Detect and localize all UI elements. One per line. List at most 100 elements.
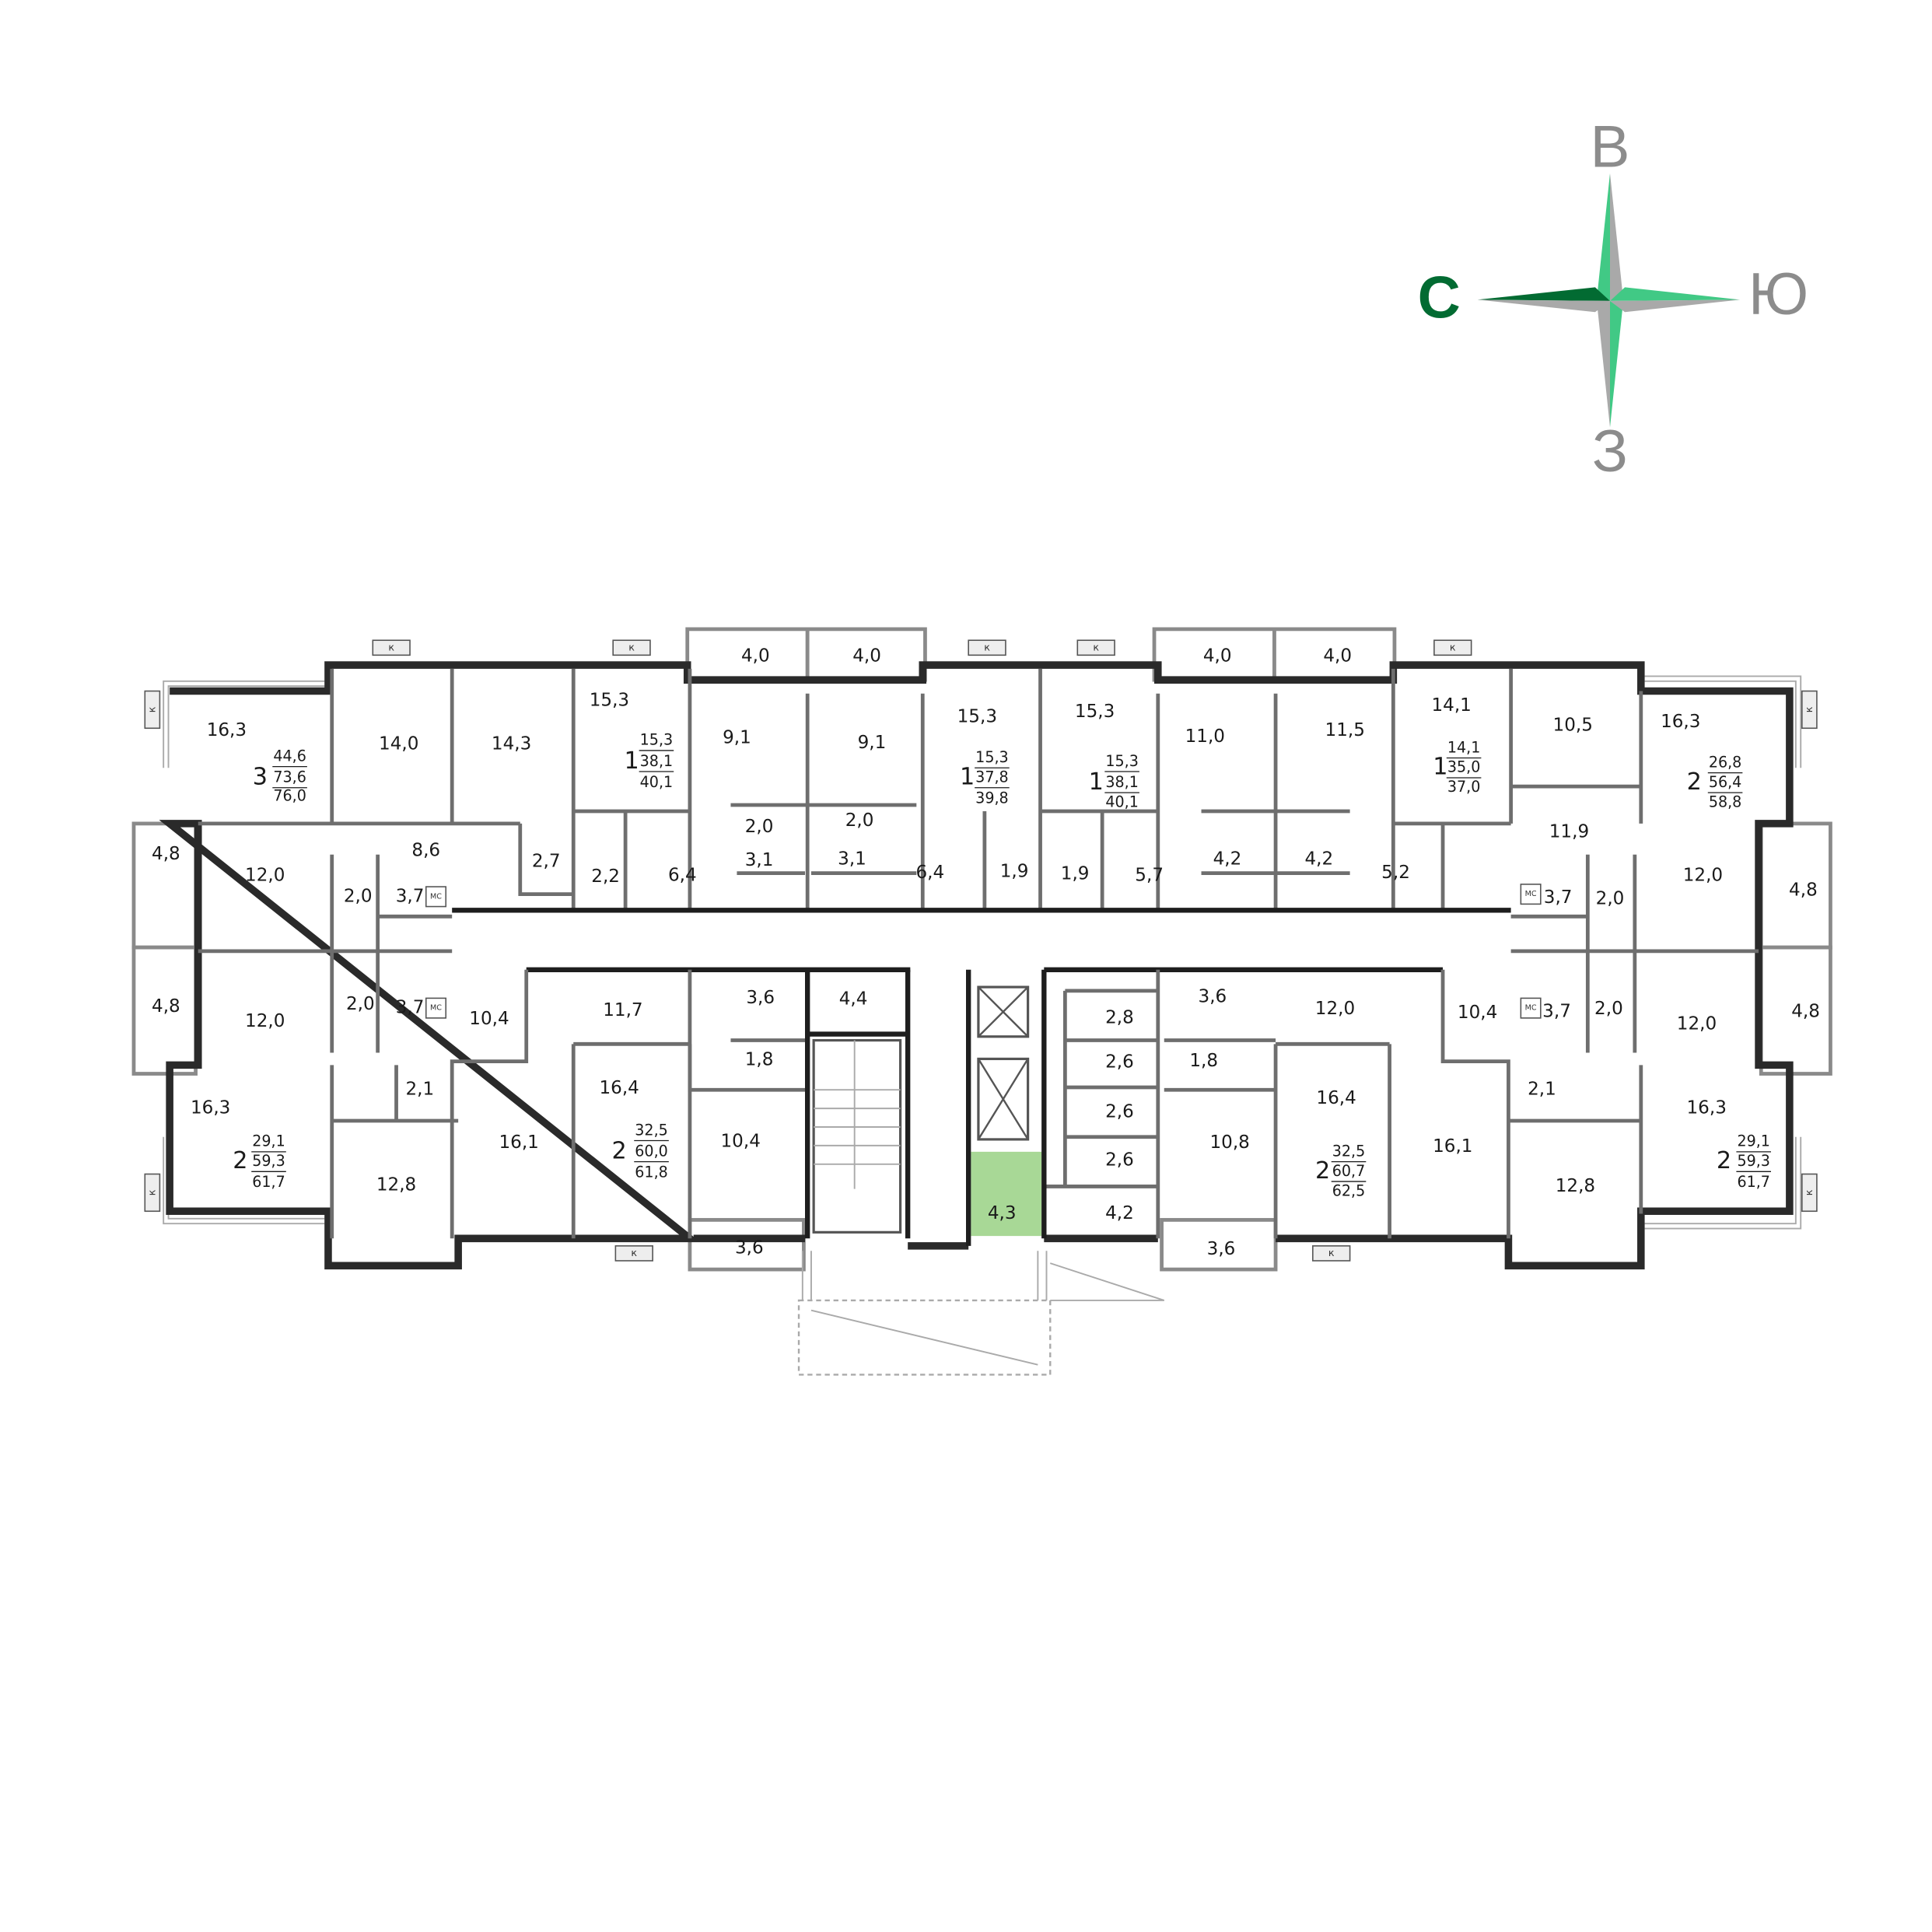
- room-area-label: 3,7: [396, 998, 425, 1018]
- room-area-label: 11,9: [1549, 822, 1589, 842]
- room-area-label: 12,0: [245, 1011, 285, 1031]
- apartment-summary[interactable]: 115,337,839,8: [960, 748, 1010, 807]
- room-area-label: 3,7: [1544, 887, 1573, 908]
- room-area-label: 16,4: [599, 1078, 639, 1098]
- room-area-label: 14,1: [1431, 695, 1471, 716]
- apartment-summary[interactable]: 226,856,458,8: [1687, 753, 1743, 810]
- apartment-living-area: 29,1: [252, 1132, 285, 1150]
- ac-unit-box: к: [612, 639, 651, 656]
- room-area-label: 8,6: [411, 840, 440, 860]
- storage-mark-label: к: [146, 706, 158, 712]
- room-area-label: 10,5: [1553, 716, 1593, 736]
- apartment-summary[interactable]: 232,560,061,8: [612, 1121, 669, 1181]
- washing-machine-label: МС: [430, 892, 442, 901]
- washing-machine-label: МС: [430, 1004, 442, 1013]
- apartment-room-count: 2: [1315, 1157, 1330, 1185]
- room-area-label: 5,2: [1381, 863, 1410, 883]
- room-area-label: 4,8: [1791, 1001, 1820, 1021]
- apartment-total-with-balconies: 40,1: [640, 773, 674, 791]
- apartment-living-area: 32,5: [635, 1121, 668, 1139]
- apartment-total-area: 35,0: [1447, 758, 1481, 776]
- storage-mark-label: к: [628, 642, 635, 653]
- ac-unit-box: к: [372, 639, 411, 656]
- apartment-total-area: 38,1: [1105, 773, 1139, 791]
- apartment-total-area: 38,1: [640, 752, 674, 770]
- apartment-room-count: 3: [253, 763, 268, 790]
- apartment-total-with-balconies: 76,0: [273, 786, 306, 804]
- apartment-summary[interactable]: 229,159,361,7: [233, 1132, 286, 1192]
- apartment-living-area: 26,8: [1709, 753, 1742, 771]
- apartment-room-count: 1: [624, 747, 639, 775]
- apartment-total-with-balconies: 39,8: [975, 789, 1009, 807]
- room-area-label: 12,8: [376, 1174, 416, 1195]
- entrance-porch: [797, 1251, 1165, 1376]
- compass-rose-icon: [1477, 173, 1741, 428]
- apartment-summary[interactable]: 115,338,140,1: [624, 731, 674, 791]
- ac-unit-box: к: [1076, 639, 1115, 656]
- room-area-label: 10,4: [1458, 1003, 1497, 1023]
- room-area-label: 4,8: [152, 844, 180, 864]
- room-area-label: 4,3: [988, 1203, 1017, 1223]
- washing-machine-label: МС: [1525, 890, 1537, 898]
- room-area-label: 2,7: [532, 852, 561, 872]
- room-area-label: 11,5: [1325, 720, 1365, 740]
- apartment-summary[interactable]: 114,135,037,0: [1433, 738, 1482, 796]
- room-area-label: 4,2: [1213, 849, 1242, 870]
- room-area-label: 16,3: [207, 720, 247, 740]
- apartment-room-count: 2: [1687, 768, 1702, 796]
- room-area-label: 12,0: [1683, 865, 1723, 885]
- room-area-label: 4,0: [1203, 646, 1232, 666]
- room-area-label: 2,6: [1105, 1101, 1134, 1122]
- ac-unit-box: к: [968, 639, 1006, 656]
- room-area-label: 1,8: [1189, 1051, 1218, 1071]
- room-area-label: 14,0: [379, 733, 418, 754]
- storage-mark-label: к: [146, 1189, 158, 1195]
- room-area-label: 16,1: [1433, 1136, 1472, 1157]
- storage-mark-label: к: [984, 642, 990, 653]
- washing-machine-icon: [425, 997, 447, 1019]
- room-area-label: 4,4: [839, 989, 868, 1009]
- room-area-label: 4,0: [741, 646, 770, 666]
- ac-unit-box: к: [144, 690, 161, 730]
- washing-machine-label: МС: [1525, 1004, 1537, 1013]
- room-area-label: 12,0: [245, 865, 285, 885]
- room-area-label: 10,4: [721, 1132, 761, 1152]
- apartment-living-area: 15,3: [975, 748, 1009, 766]
- room-area-label: 5,7: [1135, 865, 1164, 885]
- apartment-total-area: 59,3: [252, 1152, 285, 1170]
- room-area-label: 2,0: [346, 994, 375, 1014]
- apartment-summary[interactable]: 229,159,361,7: [1717, 1132, 1771, 1192]
- ac-unit-box: к: [144, 1173, 161, 1213]
- room-area-label: 2,0: [1594, 999, 1623, 1019]
- room-area-label: 12,0: [1315, 999, 1355, 1019]
- interior-walls: [198, 668, 1759, 1246]
- room-area-label: 10,8: [1209, 1132, 1249, 1153]
- room-area-label: 3,7: [396, 886, 425, 906]
- room-area-label: 6,4: [915, 863, 944, 883]
- room-area-label: 12,0: [1677, 1013, 1717, 1034]
- highlighted-room[interactable]: [971, 1151, 1042, 1237]
- room-area-label: 3,6: [1207, 1239, 1236, 1259]
- room-area-label: 4,0: [852, 646, 881, 666]
- balconies: [131, 627, 1832, 1272]
- apartment-summary[interactable]: 115,338,140,1: [1089, 752, 1139, 811]
- room-area-label: 3,1: [838, 849, 866, 870]
- apartment-total-area: 60,0: [635, 1142, 668, 1160]
- room-area-label: 9,1: [858, 733, 887, 753]
- apartment-summary[interactable]: 232,560,762,5: [1315, 1142, 1367, 1199]
- room-area-label: 4,8: [152, 996, 180, 1017]
- apartment-summary[interactable]: 344,673,676,0: [253, 747, 307, 804]
- ac-unit-box: к: [614, 1245, 653, 1262]
- room-area-label: 2,2: [591, 866, 620, 887]
- room-area-label: 16,3: [191, 1098, 230, 1118]
- ac-unit-box: к: [1801, 690, 1818, 730]
- apartment-total-area: 56,4: [1709, 773, 1742, 791]
- storage-mark-label: к: [1328, 1248, 1335, 1259]
- room-area-label: 11,0: [1185, 726, 1225, 747]
- room-area-label: 2,8: [1105, 1007, 1134, 1027]
- compass-east-label: В: [1591, 114, 1630, 180]
- room-area-label: 1,9: [1000, 861, 1029, 881]
- storage-mark-label: к: [388, 642, 394, 653]
- apartment-total-with-balconies: 61,8: [635, 1163, 668, 1181]
